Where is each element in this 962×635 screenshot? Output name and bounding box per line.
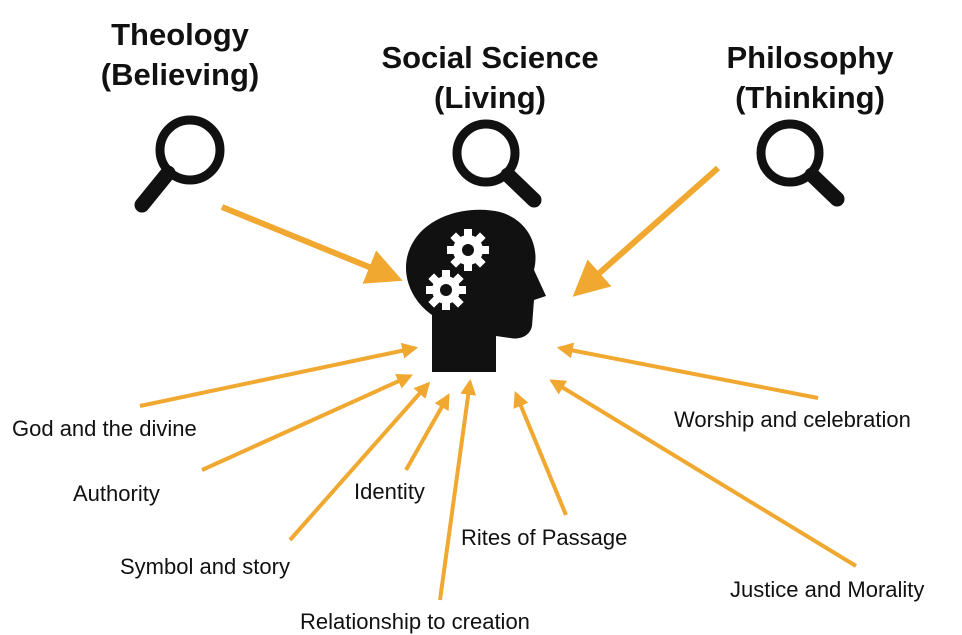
- label-relationship-to-creation: Relationship to creation: [300, 609, 530, 634]
- heading-philosophy-subtitle: (Thinking): [735, 80, 885, 115]
- label-rites-of-passage: Rites of Passage: [461, 525, 628, 550]
- magnifier-icon-theology: [134, 115, 225, 213]
- arrow-justice: [549, 379, 858, 568]
- label-justice-and-morality: Justice and Morality: [730, 577, 925, 602]
- heading-social-science-subtitle: (Living): [434, 80, 546, 115]
- arrow-identity: [404, 393, 450, 471]
- label-worship-and-celebration: Worship and celebration: [674, 407, 911, 432]
- magnifier-icon-social-science: [452, 119, 542, 208]
- arrow-philosophy: [572, 165, 720, 297]
- gear-icon: [426, 270, 466, 310]
- arrow-theology: [220, 204, 403, 284]
- arrow-authority: [201, 373, 413, 472]
- heading-theology-title: Theology: [111, 17, 249, 52]
- arrow-worship: [556, 342, 819, 400]
- label-god-and-the-divine: God and the divine: [12, 416, 197, 441]
- heading-theology: Theology (Believing): [60, 15, 300, 95]
- label-identity: Identity: [354, 479, 425, 504]
- head-with-gears-icon: [405, 209, 546, 372]
- arrow-god: [139, 342, 419, 408]
- arrow-rites: [513, 391, 568, 516]
- arrow-symbol: [288, 381, 431, 542]
- heading-philosophy-title: Philosophy: [726, 40, 894, 75]
- heading-social-science: Social Science (Living): [360, 38, 620, 118]
- magnifier-icon-philosophy: [756, 119, 845, 207]
- label-authority: Authority: [73, 481, 160, 506]
- heading-theology-subtitle: (Believing): [100, 57, 260, 92]
- heading-philosophy: Philosophy (Thinking): [690, 38, 930, 118]
- arrow-relationship: [438, 378, 477, 601]
- heading-social-science-title: Social Science: [381, 40, 599, 75]
- label-symbol-and-story: Symbol and story: [120, 554, 290, 579]
- gear-icon: [447, 229, 489, 271]
